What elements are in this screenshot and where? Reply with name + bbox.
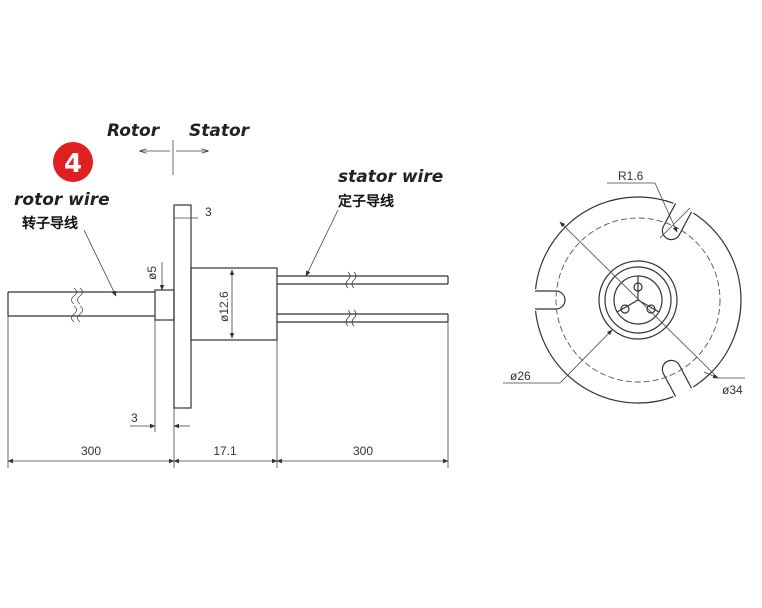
flange: [173, 204, 192, 409]
step-badge: 4: [53, 142, 93, 182]
dim-bolt-circle-dia: ø26: [510, 369, 531, 383]
slot-left: [535, 290, 566, 310]
rotor-shaft: [154, 289, 175, 321]
stator-wire-cn-label: 定子导线: [338, 193, 394, 210]
rotor-direction-label: Rotor: [107, 121, 161, 141]
stator-wire-label: stator wire: [338, 167, 443, 187]
side-view: 3 ø5 ø12.6 3 300 17.1 300: [7, 204, 449, 468]
stator-wire-leader: [305, 209, 339, 277]
rotor-wire: [7, 287, 155, 323]
dim-flange-thickness: 3: [205, 205, 212, 219]
stator-direction-label: Stator: [189, 121, 251, 141]
dim-rotor-wire-length: 300: [81, 444, 101, 458]
dim-stator-wire-length: 300: [353, 444, 373, 458]
body: [190, 267, 278, 341]
bolt-circle: [555, 217, 721, 383]
dim-body-length: 17.1: [213, 444, 237, 458]
rotor-wire-label: rotor wire: [14, 190, 110, 210]
dim-flange-dia: ø34: [722, 383, 743, 397]
dim-shaft-length: 3: [131, 411, 138, 425]
rotor-wire-leader: [83, 229, 117, 297]
dim-body-dia: ø12.6: [217, 291, 231, 322]
direction-arrows: [140, 140, 208, 175]
front-view: R1.6 ø26 ø34: [503, 169, 745, 407]
stator-wire: [277, 271, 449, 327]
dim-slot-radius: R1.6: [618, 169, 644, 183]
badge-number: 4: [64, 149, 82, 179]
slot-top-right: [661, 203, 693, 241]
dim-rotor-shaft-dia: ø5: [145, 266, 159, 280]
slot-bottom-right: [661, 359, 693, 397]
rotor-wire-cn-label: 转子导线: [22, 215, 78, 232]
